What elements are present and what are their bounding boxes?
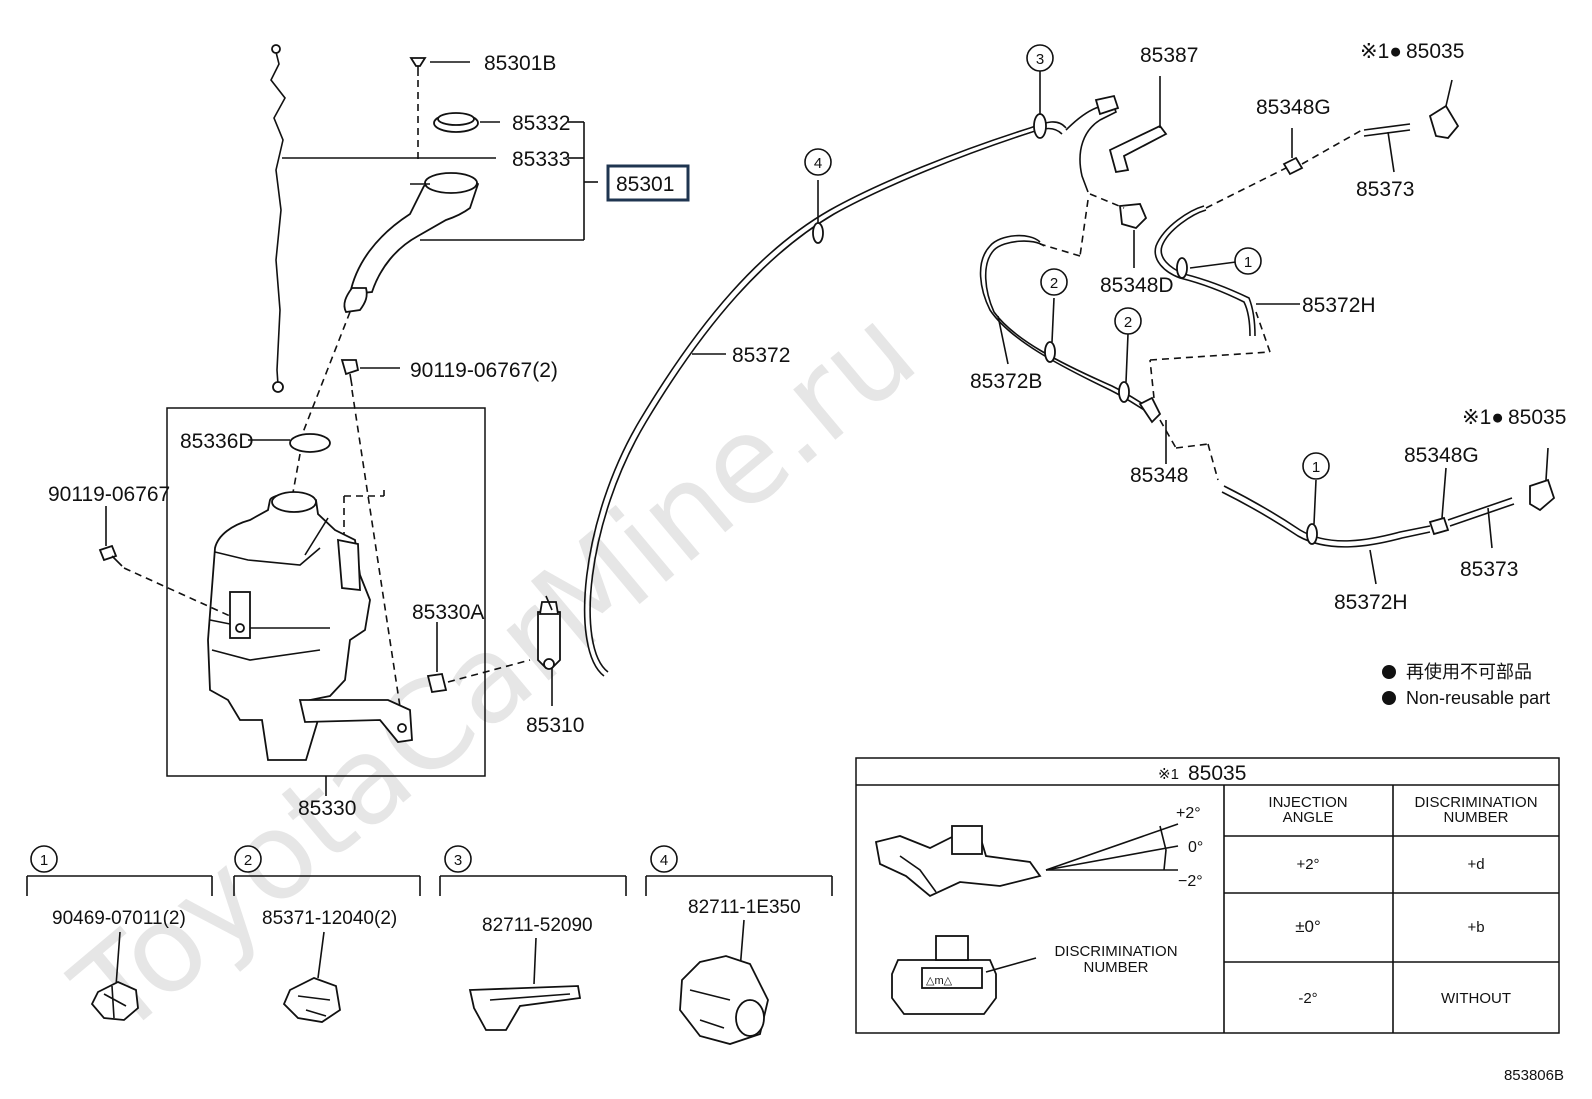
valve-85348g-mid: [1428, 516, 1450, 536]
callout-4-top: 4: [814, 155, 822, 172]
main-hose: [583, 70, 1168, 677]
table-frame: [855, 757, 1560, 1034]
figure-code: 853806B: [1504, 1067, 1564, 1084]
clip-group-2-num: 2: [244, 852, 252, 869]
label-85310: 85310: [526, 714, 584, 737]
callout-circles: 3 4 2 2 1 1: [804, 44, 1330, 480]
check-valve-85348d: [1119, 203, 1148, 230]
level-gauge: [270, 51, 286, 386]
table-title-mark: ※1: [1158, 766, 1179, 783]
callout-3-top: 3: [1036, 51, 1044, 68]
label-90119-2: 90119-06767(2): [410, 359, 558, 382]
clip-1-shape: [90, 981, 139, 1021]
callout-2-b: 2: [1124, 314, 1132, 331]
clip-group-1-num: 1: [40, 852, 48, 869]
label-85348d: 85348D: [1100, 274, 1174, 297]
label-85336d: 85336D: [180, 430, 254, 453]
col-discrimination-2: NUMBER: [1443, 809, 1508, 826]
clip-group-2-part: 85371-12040(2): [262, 908, 397, 929]
label-85372h-mid: 85372H: [1334, 591, 1408, 614]
legend-en: Non-reusable part: [1406, 688, 1550, 708]
inlet-pipe: [348, 176, 480, 296]
nozzle-detail-table: ※1 85035 INJECTION ANGLE DISCRIMINATION …: [855, 757, 1560, 1034]
label-85372: 85372: [732, 344, 790, 367]
grommet: [289, 433, 331, 453]
label-85333: 85333: [512, 148, 570, 171]
nozzle-mid: [1529, 478, 1556, 512]
bolt-top: [340, 359, 360, 376]
label-85348g-top: 85348G: [1256, 96, 1331, 119]
col-injection-angle-1: INJECTION: [1268, 794, 1347, 811]
label-85035-mid: 85035: [1508, 406, 1566, 429]
disc-number-label-2: NUMBER: [1083, 959, 1148, 976]
legend: 再使用不可部品 Non-reusable part: [1382, 662, 1550, 708]
check-valve-85348: [1138, 396, 1162, 424]
discrimination-code: △m△: [926, 975, 953, 987]
label-85348: 85348: [1130, 464, 1188, 487]
label-85301b: 85301B: [484, 52, 556, 75]
clip-85301b-shape: [409, 57, 427, 67]
label-85348g-mid: 85348G: [1404, 444, 1479, 467]
note-mark-mid: ※1●: [1462, 406, 1504, 429]
part-labels: 85301B 85332 85333 85301 90119-06767(2) …: [48, 40, 1566, 820]
clip-group-4-part: 82711-1E350: [688, 897, 801, 918]
clip-group-1-part: 90469-07011(2): [52, 908, 186, 929]
disc-number-label-1: DISCRIMINATION: [1054, 943, 1177, 960]
label-85372b: 85372B: [970, 370, 1042, 393]
angle-plus-label: +2°: [1176, 805, 1201, 822]
label-85301: 85301: [616, 173, 674, 196]
row-2-number: +b: [1467, 919, 1484, 936]
label-85332: 85332: [512, 112, 570, 135]
label-85387: 85387: [1140, 44, 1198, 67]
note-mark-top: ※1●: [1360, 40, 1402, 63]
callout-1-b: 1: [1312, 459, 1320, 476]
col-discrimination-1: DISCRIMINATION: [1414, 794, 1537, 811]
legend-jp: 再使用不可部品: [1406, 662, 1532, 682]
label-85372h-top: 85372H: [1302, 294, 1376, 317]
clip-groups: 1 90469-07011(2) 2 85371-12040(2) 3 8271…: [26, 845, 833, 1045]
nozzle-side-view: [874, 833, 1042, 898]
col-injection-angle-2: ANGLE: [1283, 809, 1334, 826]
table-title-part: 85035: [1188, 762, 1246, 785]
angle-minus-label: −2°: [1178, 873, 1203, 890]
row-1-number: +d: [1467, 856, 1484, 873]
angle-zero-label: 0°: [1188, 839, 1203, 856]
row-2-angle: ±0°: [1295, 917, 1321, 936]
label-85373-mid: 85373: [1460, 558, 1518, 581]
clip-2-shape: [282, 977, 341, 1023]
row-3-angle: -2°: [1298, 990, 1317, 1007]
clip-group-3-part: 82711-52090: [482, 915, 593, 936]
callout-1-a: 1: [1244, 254, 1252, 271]
label-85330: 85330: [298, 797, 356, 820]
label-85035-top: 85035: [1406, 40, 1464, 63]
valve-85348g-top: [1282, 156, 1304, 176]
highlight-box-85301: [606, 164, 690, 202]
inlet-assembly: [98, 44, 598, 777]
clip-3-shape: [468, 985, 582, 1031]
callout-2-a: 2: [1050, 275, 1058, 292]
label-85330a: 85330A: [412, 601, 484, 624]
row-3-number: WITHOUT: [1441, 990, 1511, 1007]
right-hoses: [979, 79, 1556, 585]
clip-group-4-num: 4: [660, 852, 668, 869]
row-1-angle: +2°: [1296, 856, 1319, 873]
label-90119: 90119-06767: [48, 483, 170, 506]
grommet-85330a: [426, 672, 448, 694]
label-85373-top: 85373: [1356, 178, 1414, 201]
clip-group-3-num: 3: [454, 852, 462, 869]
watermark-text: ToyotaCarMine.ru: [49, 282, 942, 1063]
hose-joint-85387: [1108, 124, 1168, 174]
nozzle-top: [1428, 104, 1460, 139]
